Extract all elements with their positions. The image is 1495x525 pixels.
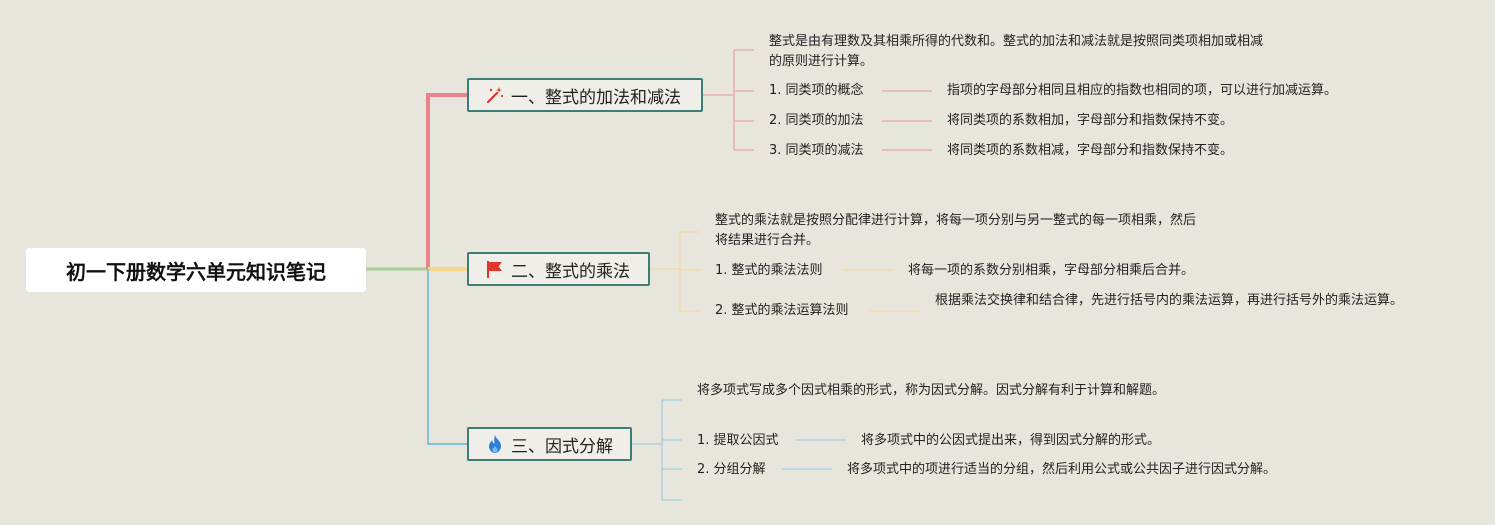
root-node[interactable]: 初一下册数学六单元知识笔记 [26, 248, 366, 292]
root-title: 初一下册数学六单元知识笔记 [66, 259, 326, 284]
branch-title: 三、因式分解 [511, 436, 613, 457]
branch-node-multiplication[interactable]: 二、整式的乘法 [467, 252, 650, 286]
branch3-intro: 将多项式写成多个因式相乘的形式，称为因式分解。因式分解有利于计算和解题。 [697, 383, 1166, 398]
branch1-item-2-label[interactable]: 2. 同类项的加法 [769, 113, 864, 128]
branch1-link [426, 93, 467, 269]
branch2-item-1-detail: 将每一项的系数分别相乘，字母部分相乘后合并。 [908, 263, 1195, 278]
flag-icon [485, 259, 505, 279]
branch-title: 二、整式的乘法 [511, 261, 630, 282]
branch3-item-1-label[interactable]: 1. 提取公因式 [697, 433, 779, 448]
branch1-intro: 整式是由有理数及其相乘所得的代数和。整式的加法和减法就是按照同类项相加或相减的原… [769, 34, 1264, 69]
branch2-intro: 整式的乘法就是按照分配律进行计算，将每一项分别与另一整式的每一项相乘，然后将结果… [715, 213, 1197, 248]
branch-title: 一、整式的加法和减法 [511, 87, 681, 108]
branch3-item-2-label[interactable]: 2. 分组分解 [697, 462, 766, 477]
branch1-item-1-label[interactable]: 1. 同类项的概念 [769, 83, 864, 98]
branch2-item-2-detail: 根据乘法交换律和结合律，先进行括号内的乘法运算，再进行括号外的乘法运算。 [935, 293, 1404, 308]
branch1-item-2-detail: 将同类项的系数相加，字母部分和指数保持不变。 [947, 113, 1234, 128]
branch1-item-1-detail: 指项的字母部分相同且相应的指数也相同的项，可以进行加减运算。 [947, 83, 1338, 98]
branch1-bracket [703, 49, 932, 151]
branch2-item-2-label[interactable]: 2. 整式的乘法运算法则 [715, 303, 849, 318]
branch1-item-3-label[interactable]: 3. 同类项的减法 [769, 143, 864, 158]
branch-node-factorization[interactable]: 三、因式分解 [467, 427, 632, 461]
fire-icon [485, 434, 505, 454]
wand-icon [485, 85, 505, 105]
branch3-item-2-detail: 将多项式中的项进行适当的分组，然后利用公式或公共因子进行因式分解。 [847, 462, 1277, 477]
branch2-item-1-label[interactable]: 1. 整式的乘法法则 [715, 263, 823, 278]
branch-node-addition-subtraction[interactable]: 一、整式的加法和减法 [467, 78, 703, 112]
branch1-item-3-detail: 将同类项的系数相减，字母部分和指数保持不变。 [947, 143, 1234, 158]
branch3-item-1-detail: 将多项式中的公因式提出来，得到因式分解的形式。 [861, 433, 1161, 448]
branch3-link [427, 269, 467, 445]
branch2-bracket [650, 231, 920, 312]
branch3-bracket [632, 399, 846, 501]
